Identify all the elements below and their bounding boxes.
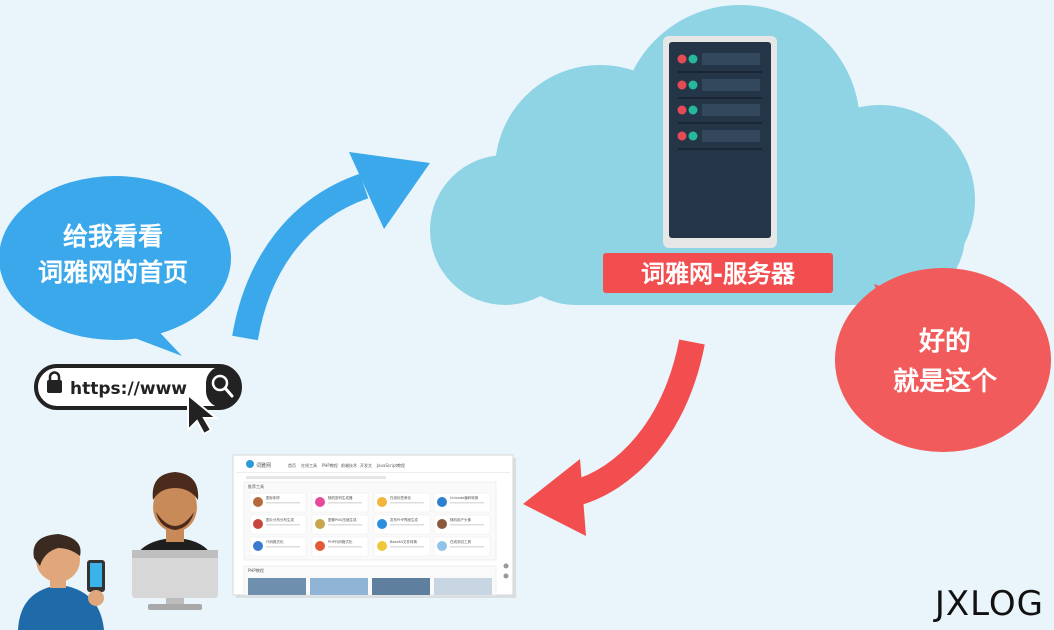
tool-card-7: 发布PHP界面生成 [373, 514, 431, 535]
svg-text:随机密码生成器: 随机密码生成器 [328, 495, 353, 500]
response-arrow [523, 339, 705, 536]
svg-text:Base64文件转换: Base64文件转换 [390, 539, 417, 544]
svg-text:在线测试工具: 在线测试工具 [450, 539, 471, 544]
tools-section-title: 推荐工具 [248, 483, 264, 489]
right-speech-bubble: 好的 就是这个 [835, 268, 1051, 452]
tool-card-11: Base64文件转换 [373, 536, 431, 557]
brand-watermark: JXLOG [934, 584, 1044, 624]
person-with-phone [18, 534, 105, 630]
tool-card-5: 图片分布分布生成 [249, 514, 307, 535]
right-bubble-line2: 就是这个 [893, 366, 998, 397]
request-arrow [232, 152, 430, 341]
right-bubble-line1: 好的 [918, 326, 971, 357]
svg-text:图像PNG压缩生成: 图像PNG压缩生成 [328, 517, 357, 522]
tool-card-10: PHP代码格式化 [311, 536, 369, 557]
server-label: 词雅网-服务器 [603, 253, 833, 293]
left-speech-bubble: 给我看看 词雅网的首页 [0, 176, 231, 356]
svg-text:发布PHP界面生成: 发布PHP界面生成 [390, 517, 418, 522]
tool-card-9: 代码格式化 [249, 536, 307, 557]
tool-card-8: 随机用户头像 [433, 514, 491, 535]
svg-text:图片分布分布生成: 图片分布分布生成 [266, 517, 294, 522]
svg-text:随机用户头像: 随机用户头像 [450, 517, 471, 522]
tool-card-2: 随机密码生成器 [311, 492, 369, 513]
svg-text:词雅网: 词雅网 [256, 462, 271, 469]
webpage-screenshot: 词雅网 首页 在线工具 PHP教程 前端技术 开发文 JavaScript教程 … [232, 454, 516, 598]
svg-text:图标制作: 图标制作 [266, 495, 280, 500]
search-icon[interactable] [206, 366, 240, 408]
server-drive-2 [677, 79, 762, 99]
tool-card-12: 在线测试工具 [433, 536, 491, 557]
nav-item-6: JavaScript教程 [376, 462, 405, 468]
server-drive-4 [677, 130, 762, 150]
tool-card-1: 图标制作 [249, 492, 307, 513]
tool-card-6: 图像PNG压缩生成 [311, 514, 369, 535]
server-drive-1 [677, 53, 762, 73]
server-icon [663, 36, 777, 248]
tool-card-3: 在线标签美化 [373, 492, 431, 513]
lock-icon [47, 371, 62, 393]
cursor-icon [187, 392, 219, 436]
left-bubble-line1: 给我看看 [63, 222, 163, 251]
nav-item-5: 开发文 [360, 462, 372, 468]
person-at-computer [132, 472, 218, 610]
nav-item-3: PHP教程 [322, 462, 338, 468]
url-bar[interactable]: https://www [34, 364, 242, 436]
svg-text:Unicode编码转换: Unicode编码转换 [450, 495, 479, 500]
site-logo [246, 460, 254, 468]
nav-item-1: 首页 [288, 462, 296, 468]
server-drive-3 [677, 104, 762, 124]
svg-text:PHP代码格式化: PHP代码格式化 [328, 539, 353, 544]
url-text: https://www [70, 379, 187, 399]
svg-text:代码格式化: 代码格式化 [266, 539, 284, 544]
nav-item-4: 前端技术 [341, 462, 357, 468]
nav-item-2: 在线工具 [301, 462, 317, 468]
php-section-title: PHP教程 [248, 567, 264, 573]
server-label-text: 词雅网-服务器 [641, 260, 796, 288]
left-bubble-line2: 词雅网的首页 [38, 258, 188, 287]
svg-text:在线标签美化: 在线标签美化 [390, 495, 411, 500]
tool-card-4: Unicode编码转换 [433, 492, 491, 513]
